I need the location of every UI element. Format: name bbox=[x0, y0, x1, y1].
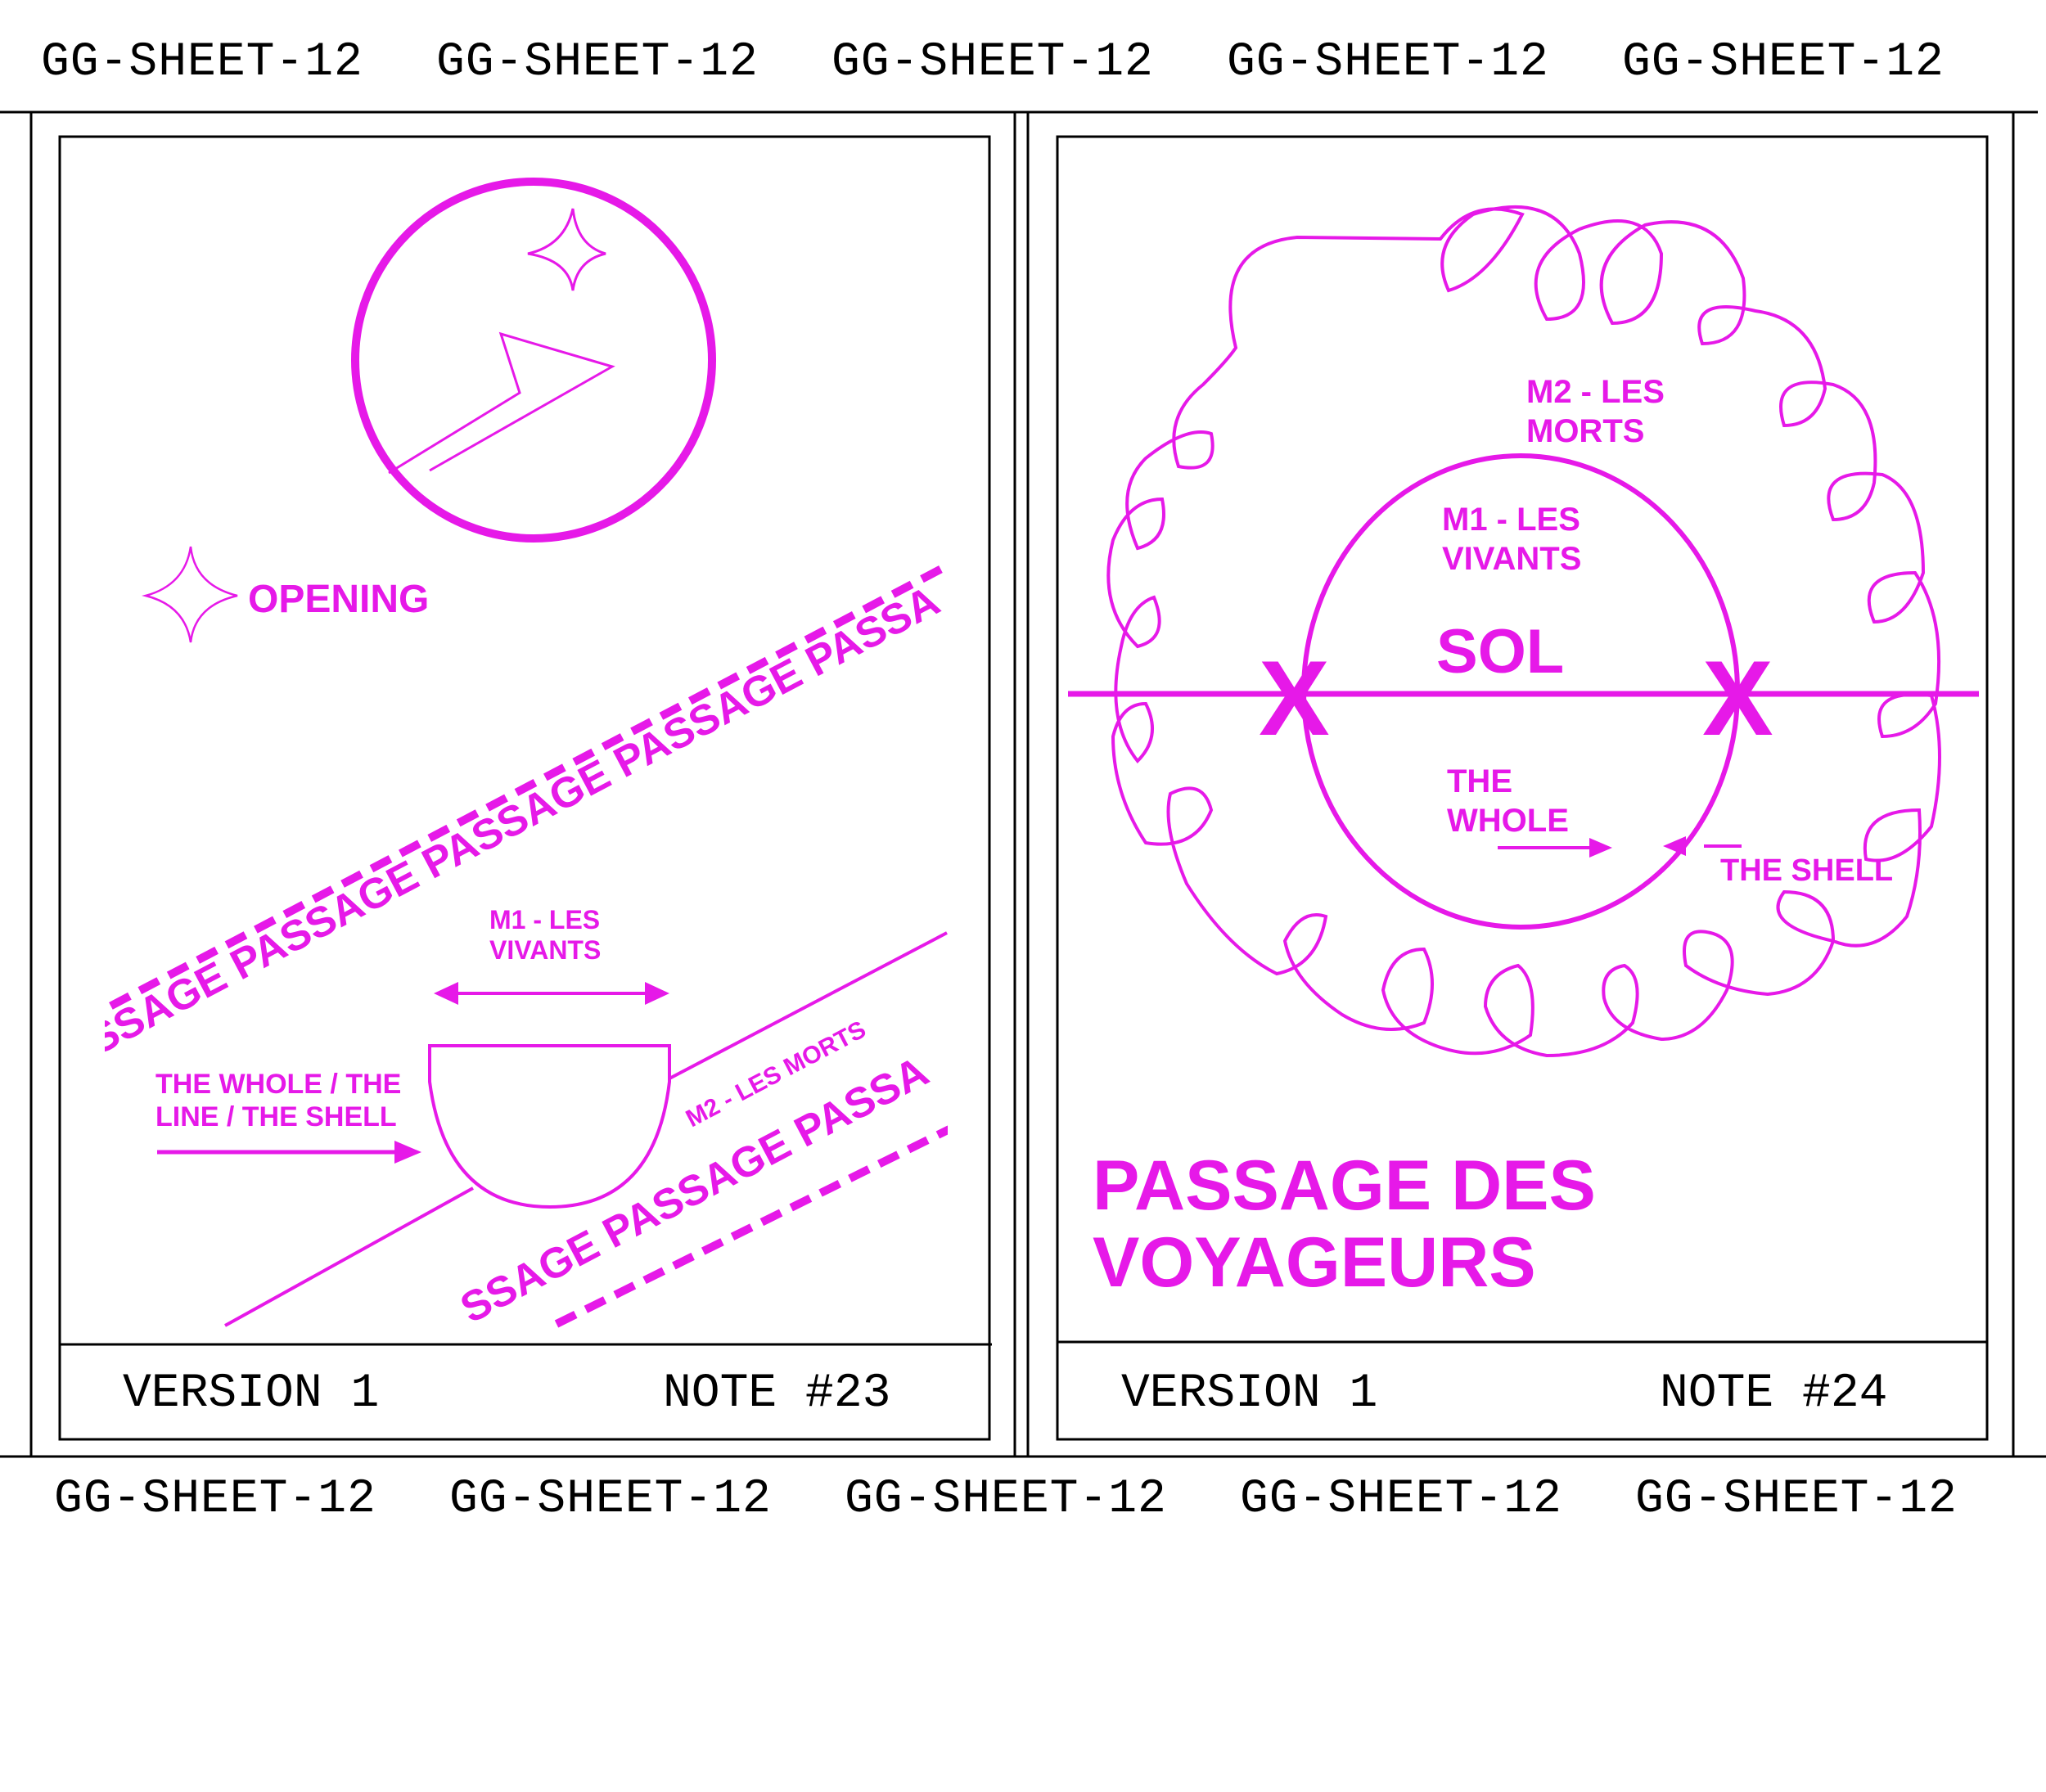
whole-label-line1-right: THE bbox=[1447, 763, 1512, 799]
banner-top-item: GG-SHEET-12 bbox=[831, 36, 1154, 89]
card-right-border bbox=[1056, 135, 1989, 1441]
card-left-note: NOTE #23 bbox=[663, 1367, 890, 1421]
whole-label-line2-right: WHOLE bbox=[1447, 803, 1569, 839]
m1-label-line2: VIVANTS bbox=[489, 935, 601, 965]
whole-label-line1: THE WHOLE / THE bbox=[155, 1069, 401, 1100]
whole-label-line2: LINE / THE SHELL bbox=[155, 1101, 397, 1132]
title-line1: PASSAGE DES bbox=[1093, 1146, 1596, 1225]
opening-label: OPENING bbox=[248, 578, 429, 621]
card-left-border bbox=[58, 135, 991, 1441]
opening-circle-icon bbox=[351, 178, 716, 543]
card-right-note: NOTE #24 bbox=[1660, 1367, 1887, 1421]
arrow-icon bbox=[388, 331, 615, 475]
banner-bottom: GG-SHEET-12 GG-SHEET-12 GG-SHEET-12 GG-S… bbox=[0, 1473, 2046, 1792]
passage-band-text: SSAGE PASSAGE PASSAGE PASSAGE PASSA bbox=[81, 577, 948, 1064]
shell-label: THE SHELL bbox=[1720, 853, 1893, 888]
title-line2: VOYAGEURS bbox=[1093, 1223, 1536, 1302]
banner-bottom-item: GG-SHEET-12 bbox=[1240, 1473, 1562, 1526]
banner-top-item: GG-SHEET-12 bbox=[41, 36, 363, 89]
banner-bottom-item: GG-SHEET-12 bbox=[845, 1473, 1167, 1526]
passage-band-upper: SSAGE PASSAGE PASSAGE PASSAGE PASSA bbox=[81, 561, 948, 1065]
whole-arrowhead bbox=[394, 1141, 421, 1164]
banner-bottom-item: GG-SHEET-12 bbox=[1635, 1473, 1958, 1526]
cross-mark-left: X bbox=[1259, 638, 1330, 758]
m1-label-line1: M1 - LES bbox=[489, 905, 600, 934]
ground-line bbox=[224, 1186, 474, 1327]
passage-band-lower: SSAGE PASSAGE PASSA bbox=[453, 1047, 948, 1332]
card-right-version: VERSION 1 bbox=[1121, 1367, 1377, 1421]
m2-label-line2: MORTS bbox=[1526, 413, 1644, 449]
passage-band-lower-text: SSAGE PASSAGE PASSA bbox=[453, 1047, 936, 1332]
m1-label-line2-right: VIVANTS bbox=[1442, 541, 1581, 577]
bowl-shape bbox=[428, 1044, 671, 1209]
star-icon bbox=[142, 546, 238, 643]
whole-circle bbox=[1301, 453, 1740, 930]
m2-label-line1: M2 - LES bbox=[1526, 374, 1665, 410]
cross-mark-right: X bbox=[1702, 638, 1773, 758]
m1-arrowhead-right bbox=[645, 982, 669, 1005]
banner-top: GG-SHEET-12 GG-SHEET-12 GG-SHEET-12 GG-S… bbox=[0, 36, 2046, 355]
m1-label-line1-right: M1 - LES bbox=[1442, 502, 1580, 538]
banner-top-item: GG-SHEET-12 bbox=[436, 36, 759, 89]
sol-label: SOL bbox=[1436, 617, 1564, 687]
card-left-version: VERSION 1 bbox=[123, 1367, 379, 1421]
banner-top-item: GG-SHEET-12 bbox=[1227, 36, 1549, 89]
card-right: X X M2 - LES MORTS M1 - LES VIVANTS SOL … bbox=[1056, 135, 1989, 1441]
banner-bottom-item: GG-SHEET-12 bbox=[449, 1473, 772, 1526]
shell-arrowhead bbox=[1663, 836, 1686, 856]
sparkle-icon bbox=[527, 208, 606, 291]
shell-outline bbox=[1106, 205, 1941, 1058]
banner-bottom-item: GG-SHEET-12 bbox=[54, 1473, 376, 1526]
m1-arrowhead-left bbox=[434, 982, 458, 1005]
whole-arrowhead-right bbox=[1589, 838, 1612, 858]
ground-line-right bbox=[669, 931, 948, 1080]
banner-top-item: GG-SHEET-12 bbox=[1622, 36, 1945, 89]
sheet-drawing: OPENING SSAGE PASSAGE PASSAGE PASSAGE PA… bbox=[0, 110, 2046, 1458]
